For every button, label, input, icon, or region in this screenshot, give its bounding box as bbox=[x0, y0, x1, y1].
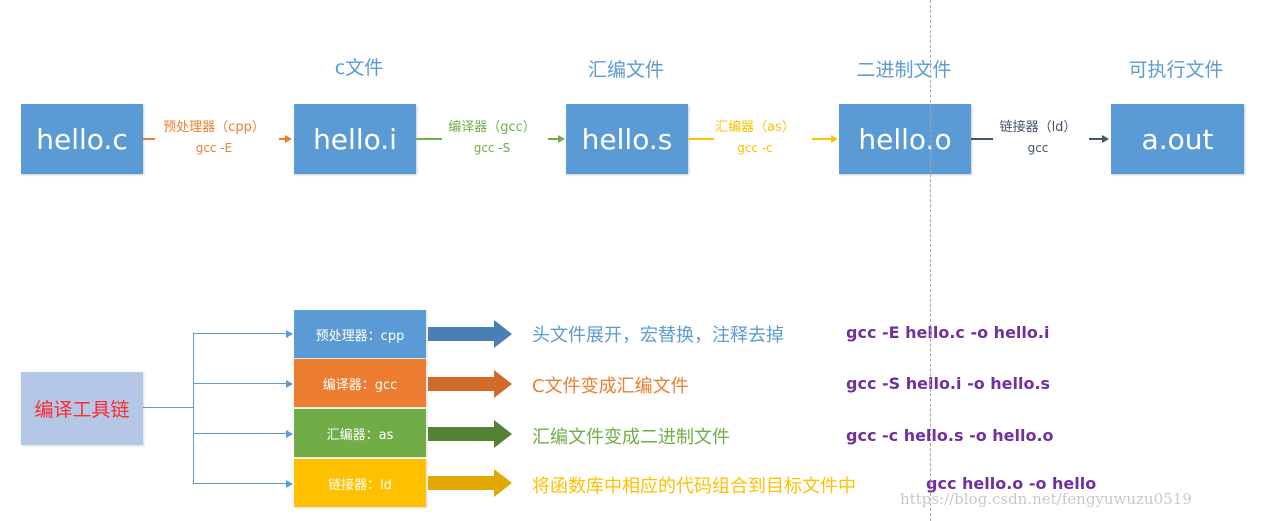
arrow-right-icon bbox=[286, 480, 293, 488]
file-box-hello-c: hello.c bbox=[21, 104, 143, 174]
edge-cmd: gcc -c bbox=[737, 141, 773, 155]
tool-name: 预处理器：cpp bbox=[315, 328, 405, 344]
fat-arrow-as bbox=[428, 420, 512, 448]
edge-cmd: gcc bbox=[1027, 141, 1049, 155]
connector-branch-cpp bbox=[193, 333, 287, 334]
arrow-right-icon bbox=[286, 380, 293, 388]
edge-cmd: gcc -E bbox=[195, 141, 233, 155]
tool-cmd-cpp: gcc -E hello.c -o hello.i bbox=[846, 323, 1050, 342]
connector-trunk bbox=[143, 407, 193, 408]
file-name: a.out bbox=[1141, 122, 1214, 156]
stage-label-hello-o: 二进制文件 bbox=[856, 59, 952, 81]
fat-arrow-gcc bbox=[428, 370, 512, 398]
edge-label-as: 汇编器（as） gcc -c bbox=[710, 118, 800, 158]
file-name: hello.o bbox=[858, 122, 952, 156]
dashed-guide-line bbox=[930, 0, 931, 521]
file-box-hello-i: hello.i bbox=[294, 104, 416, 174]
edge-tool: 汇编器（as） bbox=[715, 120, 795, 135]
connector-branch-ld bbox=[193, 483, 287, 484]
arrow-right-icon bbox=[558, 135, 565, 143]
edge-tool: 链接器（ld） bbox=[999, 120, 1077, 135]
edge-line-as-tail bbox=[812, 138, 832, 140]
arrow-right-icon bbox=[1102, 135, 1109, 143]
edge-label-gcc: 编译器（gcc） gcc -S bbox=[440, 118, 544, 158]
arrow-right-icon bbox=[831, 135, 838, 143]
edge-label-ld: 链接器（ld） gcc bbox=[990, 118, 1086, 158]
file-box-a-out: a.out bbox=[1111, 104, 1244, 174]
edge-line-as bbox=[688, 138, 714, 140]
edge-label-cpp: 预处理器（cpp） gcc -E bbox=[152, 118, 276, 158]
edge-line-gcc bbox=[416, 138, 442, 140]
tool-desc-gcc: C文件变成汇编文件 bbox=[532, 376, 689, 397]
edge-line-gcc-tail bbox=[548, 138, 559, 140]
tool-desc-ld: 将函数库中相应的代码组合到目标文件中 bbox=[532, 476, 856, 497]
file-name: hello.c bbox=[36, 122, 128, 156]
tool-cmd-as: gcc -c hello.s -o hello.o bbox=[846, 426, 1054, 445]
file-box-hello-s: hello.s bbox=[566, 104, 688, 174]
tool-desc-as: 汇编文件变成二进制文件 bbox=[532, 427, 730, 448]
toolchain-root-box: 编译工具链 bbox=[21, 372, 143, 445]
stage-label-hello-s: 汇编文件 bbox=[587, 59, 664, 81]
file-name: hello.s bbox=[581, 122, 673, 156]
tool-name: 链接器：ld bbox=[328, 477, 392, 493]
edge-line-ld-tail bbox=[1089, 138, 1103, 140]
stage-label-a-out: 可执行文件 bbox=[1128, 59, 1224, 81]
tool-name: 编译器：gcc bbox=[322, 377, 398, 393]
tool-box-gcc: 编译器：gcc bbox=[294, 359, 426, 407]
tool-cmd-ld: gcc hello.o -o hello bbox=[926, 474, 1097, 493]
edge-cmd: gcc -S bbox=[473, 141, 511, 155]
tool-box-cpp: 预处理器：cpp bbox=[294, 310, 426, 358]
tool-desc-cpp: 头文件展开，宏替换，注释去掉 bbox=[532, 325, 784, 346]
tool-name: 汇编器：as bbox=[326, 427, 394, 443]
edge-line-ld bbox=[971, 138, 993, 140]
file-name: hello.i bbox=[313, 122, 397, 156]
tool-cmd-gcc: gcc -S hello.i -o hello.s bbox=[846, 374, 1051, 393]
file-box-hello-o: hello.o bbox=[839, 104, 971, 174]
arrow-right-icon bbox=[285, 135, 292, 143]
toolchain-root-label: 编译工具链 bbox=[34, 399, 130, 421]
connector-vertical bbox=[193, 333, 194, 483]
tool-box-as: 汇编器：as bbox=[294, 409, 426, 457]
watermark: https://blog.csdn.net/fengyuwuzu0519 bbox=[900, 490, 1192, 508]
tool-box-ld: 链接器：ld bbox=[294, 459, 426, 507]
arrow-right-icon bbox=[286, 330, 293, 338]
arrow-right-icon bbox=[286, 430, 293, 438]
fat-arrow-cpp bbox=[428, 320, 512, 348]
edge-tool: 编译器（gcc） bbox=[448, 120, 536, 135]
connector-branch-gcc bbox=[193, 383, 287, 384]
edge-tool: 预处理器（cpp） bbox=[163, 120, 265, 135]
edge-line-cpp-tail bbox=[279, 138, 285, 140]
fat-arrow-ld bbox=[428, 469, 512, 497]
stage-label-hello-i: c文件 bbox=[334, 57, 384, 79]
edge-line-cpp bbox=[143, 138, 155, 140]
connector-branch-as bbox=[193, 433, 287, 434]
